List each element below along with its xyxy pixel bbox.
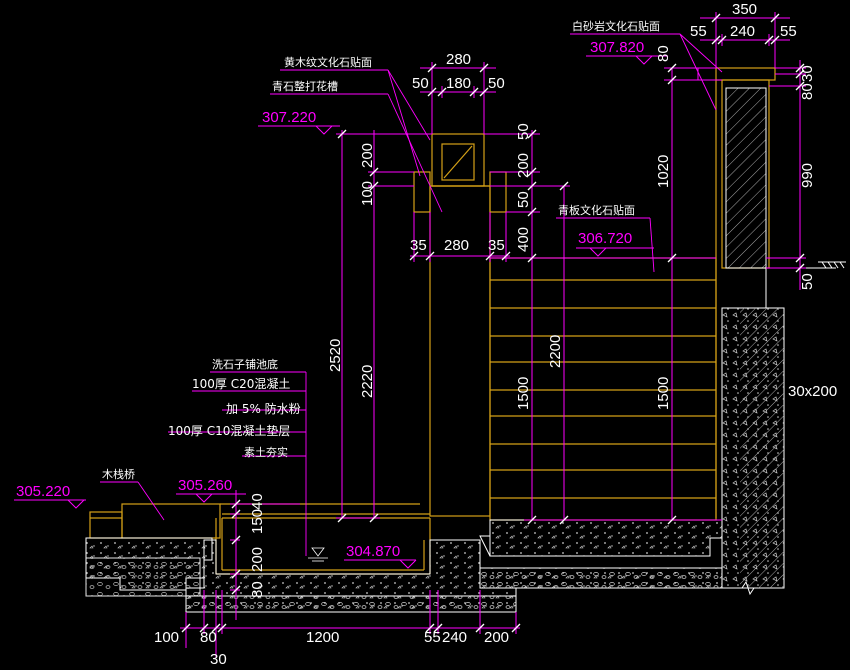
dim-240: 240 (730, 23, 755, 40)
note-concrete-c10: 100厚 C10混凝土垫层 (168, 423, 290, 438)
elevation-markers (67, 55, 653, 569)
dim-2200: 2200 (547, 335, 564, 368)
dim-200-bottom: 200 (484, 629, 509, 646)
note-bridge: 木栈桥 (102, 467, 135, 481)
dim-35-right: 35 (488, 237, 505, 254)
dim-2520: 2520 (327, 339, 344, 372)
dim-80-pool: 80 (249, 581, 266, 598)
dim-55-left: 55 (690, 23, 707, 40)
dim-50-right: 50 (799, 273, 816, 290)
dim-100-left: 100 (359, 181, 376, 206)
note-blue-stone-post: 青石整打花槽 (272, 79, 338, 93)
note-slate-face: 青板文化石贴面 (558, 203, 635, 217)
break-mark (741, 580, 755, 596)
ground-symbol (818, 261, 846, 269)
dim-1200: 1200 (306, 629, 339, 646)
dim-200-pool: 200 (249, 547, 266, 572)
dim-2220: 2220 (359, 365, 376, 398)
dim-1020: 1020 (655, 155, 672, 188)
dim-150-pool: 150 (249, 509, 266, 534)
dim-100-bottom: 100 (154, 629, 179, 646)
right-wall-hatch (725, 87, 767, 269)
dimension-ticks (181, 13, 805, 633)
elevation-305220: 305.220 (16, 483, 70, 500)
dim-35-left: 35 (410, 237, 427, 254)
note-concrete-c20: 100厚 C20混凝土 (192, 376, 290, 391)
dim-280-top: 280 (446, 51, 471, 68)
dim-50-mid: 50 (515, 191, 532, 208)
note-pebble-bottom: 洗石子铺池底 (212, 357, 278, 371)
leader-lines (100, 33, 723, 556)
dim-80-right: 80 (799, 83, 816, 100)
note-cap-stone: 白砂岩文化石贴面 (572, 19, 660, 33)
note-wall-size: 30x200 (788, 383, 837, 400)
dim-50-right: 50 (488, 75, 505, 92)
dim-40-pool: 40 (249, 493, 266, 510)
dim-240-bottom: 240 (442, 629, 467, 646)
note-waterproof: 加 5% 防水粉 (226, 401, 301, 416)
dim-30-right: 30 (799, 65, 816, 82)
dim-350: 350 (732, 1, 757, 18)
dim-280-post: 280 (444, 237, 469, 254)
elevation-307220: 307.220 (262, 109, 316, 126)
dim-80-bottom: 80 (200, 629, 217, 646)
elevation-305260: 305.260 (178, 477, 232, 494)
elevation-304870: 304.870 (346, 543, 400, 560)
water-level-symbol (308, 547, 328, 562)
dim-200-mid: 200 (515, 153, 532, 178)
elevation-307820: 307.820 (590, 39, 644, 56)
dim-1500-mid: 1500 (515, 377, 532, 410)
dim-200-left: 200 (359, 143, 376, 168)
dim-180: 180 (446, 75, 471, 92)
foundation-layers (85, 519, 723, 613)
dim-80-right-cap: 80 (655, 45, 672, 62)
note-soil: 素土夯实 (244, 445, 288, 459)
dim-55-right: 55 (780, 23, 797, 40)
dim-400: 400 (515, 227, 532, 252)
dim-50-left: 50 (412, 75, 429, 92)
dim-30-bottom: 30 (210, 651, 227, 668)
right-wall-hatch-lower (740, 308, 784, 588)
dim-1500-right: 1500 (655, 377, 672, 410)
note-wood-stone: 黄木纹文化石贴面 (284, 55, 372, 69)
dim-50-mid-top: 50 (515, 123, 532, 140)
elevation-306720: 306.720 (578, 230, 632, 247)
dim-990: 990 (799, 163, 816, 188)
dim-55-bottom: 55 (424, 629, 441, 646)
